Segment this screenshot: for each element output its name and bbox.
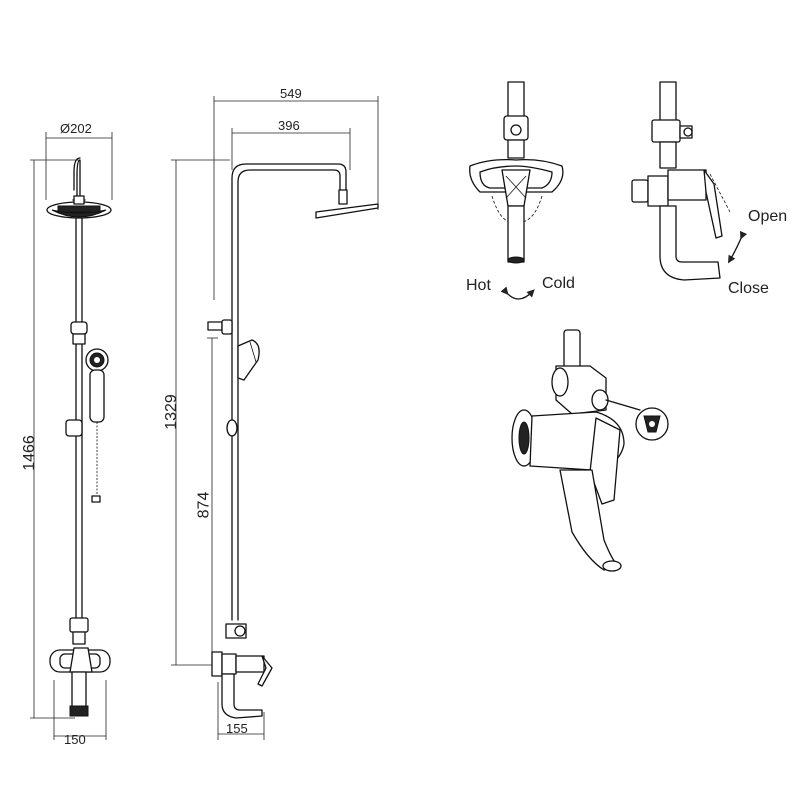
open-close-arrow [727,230,748,264]
front-view [30,132,113,740]
detail-mixer-side [631,81,748,281]
head-offset-label: 396 [278,118,300,133]
shower-head-side [315,203,379,219]
total-height-label: 1466 [20,435,38,471]
rail-height-label: 1329 [162,394,180,430]
shower-arm-side [231,163,347,621]
cold-label: Cold [542,275,575,292]
close-label: Close [728,280,769,297]
hot-label: Hot [466,277,491,294]
arm-reach-label: 549 [280,86,302,101]
holder-height-label: 874 [195,491,213,519]
mixer-width-label: 150 [64,732,86,747]
spout-side [221,673,263,719]
spout-length-label: 155 [226,721,248,736]
detail-mixer-front [469,81,564,300]
rotate-arrow [500,286,535,300]
side-view [171,96,379,740]
head-diameter-label: Ø202 [60,121,92,136]
open-label: Open [748,208,788,225]
handshower-side [237,339,260,381]
detail-mixer-perspective [511,329,669,572]
